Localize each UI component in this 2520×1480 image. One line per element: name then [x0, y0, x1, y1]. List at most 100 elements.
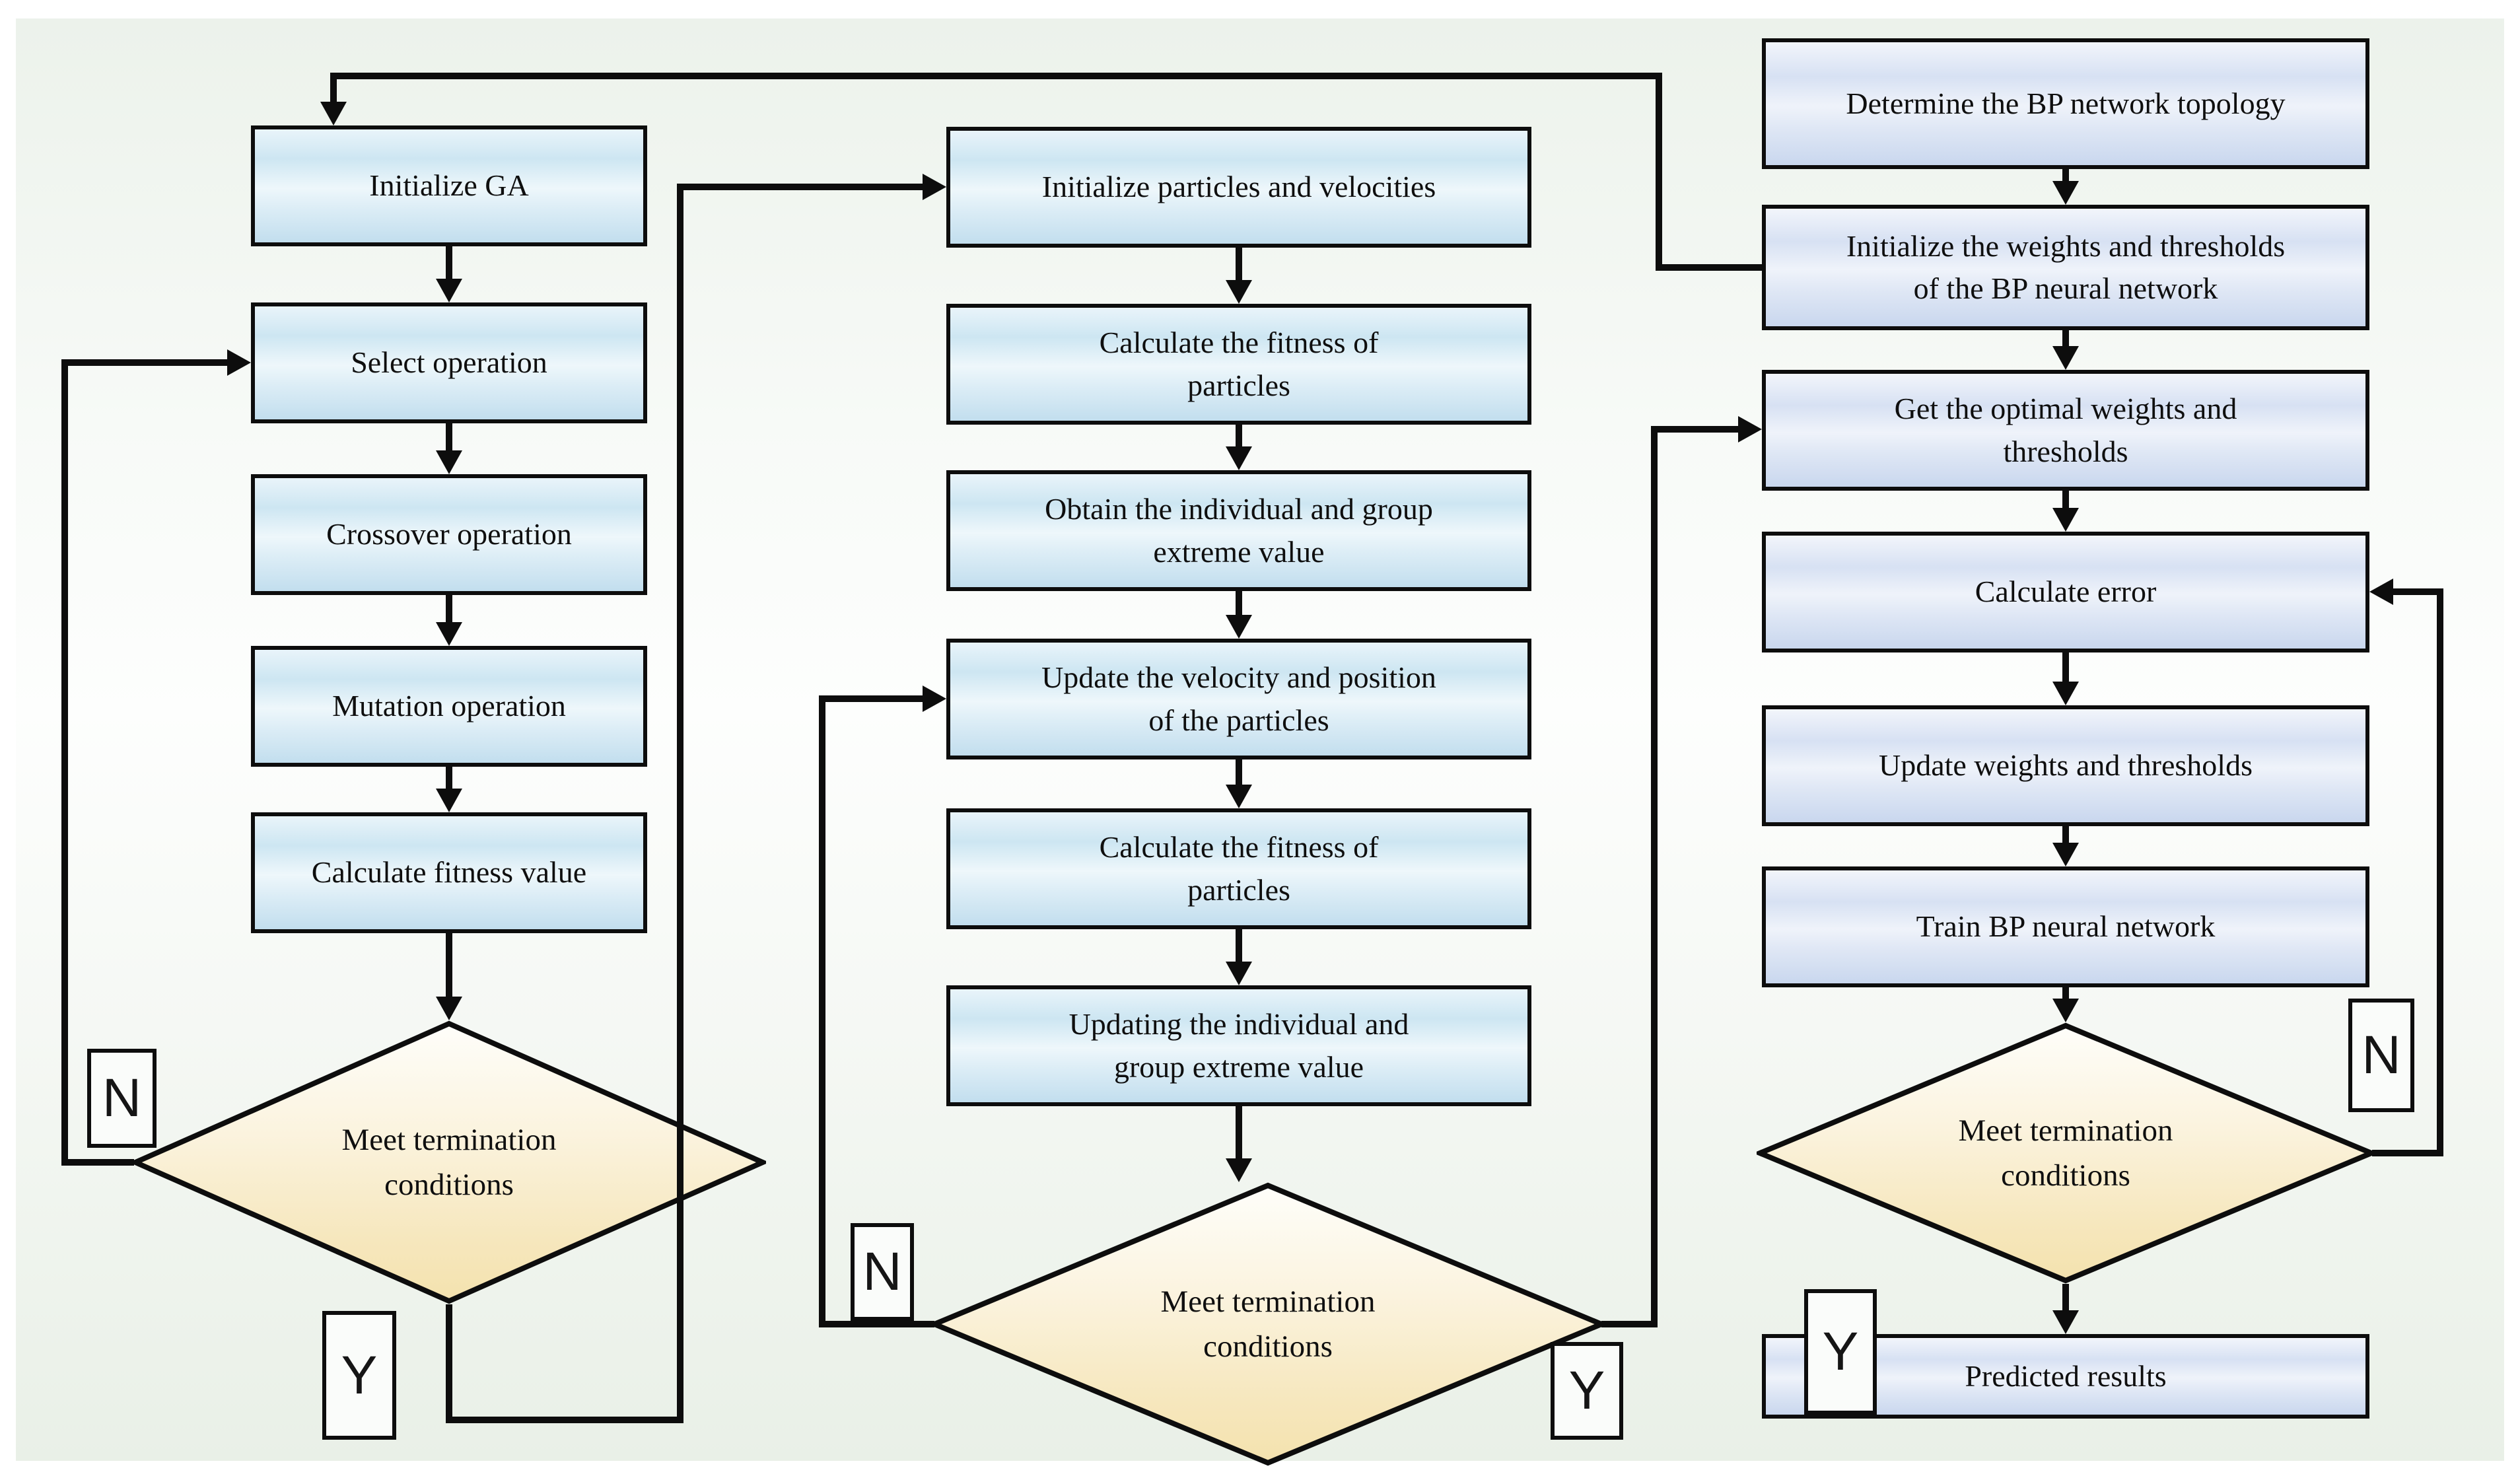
ga-step-initialize-label: Initialize GA: [369, 168, 529, 203]
pso-arrow-1-head-icon: [1226, 280, 1252, 304]
bp-arrow-1-head-icon: [2052, 181, 2079, 205]
bp-step-optimal-weights: Get the optimal weights and thresholds: [1762, 370, 2369, 491]
ga-yes-badge: Y: [322, 1311, 396, 1440]
bp-arrow-4-head-icon: [2052, 682, 2079, 705]
ga-arrow-4-head-icon: [436, 789, 462, 812]
top-route-line-h: [330, 73, 1662, 79]
pso-no-loop-line-v: [819, 695, 825, 1327]
bp-step-update-weights-label: Update weights and thresholds: [1879, 748, 2253, 783]
ga-yes-path-line-h1: [446, 1417, 683, 1423]
bp-arrow-4-line: [2062, 652, 2069, 684]
bp-no-loop-line-bottom: [2372, 1150, 2443, 1156]
pso-yes-path-riser: [1651, 426, 1658, 1327]
bp-decision-diamond: [1757, 1022, 2375, 1284]
bp-step-topology-label: Determine the BP network topology: [1846, 86, 2286, 120]
bp-step-update-weights: Update weights and thresholds: [1762, 705, 2369, 826]
pso-decision-diamond: [931, 1182, 1605, 1466]
bp-no-loop-head-icon: [2369, 579, 2393, 605]
ga-no-loop-line-top: [61, 359, 228, 366]
ga-step-fitness-label: Calculate fitness value: [311, 855, 587, 890]
bp-result-label: Predicted results: [1965, 1358, 2167, 1393]
ga-no-loop-line-bottom: [61, 1159, 134, 1166]
bp-decision-diamond-shape: [1757, 1022, 2375, 1284]
top-route-head-icon: [320, 102, 347, 125]
top-route-line-h-right: [1656, 264, 1762, 271]
pso-arrow-4-line: [1236, 759, 1242, 787]
bp-step-calc-error: Calculate error: [1762, 532, 2369, 652]
bp-step-init-weights-label: Initialize the weights and thresholds of…: [1846, 229, 2286, 305]
bp-decision-label: Meet termination conditions: [1958, 1113, 2173, 1193]
pso-arrow-3-head-icon: [1226, 615, 1252, 639]
ga-step-crossover-label: Crossover operation: [326, 517, 572, 551]
ga-arrow-3-head-icon: [436, 622, 462, 646]
pso-step-fitness-1: Calculate the fitness of particles: [946, 304, 1531, 425]
bp-step-train: Train BP neural network: [1762, 866, 2369, 987]
ga-no-badge: N: [87, 1049, 157, 1148]
ga-arrow-1-head-icon: [436, 279, 462, 302]
bp-arrow-6-head-icon: [2052, 999, 2079, 1022]
pso-yes-path-line-h1: [1601, 1321, 1658, 1327]
pso-no-loop-line-top: [819, 695, 924, 702]
pso-arrow-2-line: [1236, 425, 1242, 449]
pso-yes-path-head-icon: [1738, 416, 1762, 442]
ga-yes-path-riser: [677, 184, 683, 1423]
bp-step-optimal-weights-label: Get the optimal weights and thresholds: [1894, 392, 2237, 468]
bp-step-calc-error-label: Calculate error: [1975, 575, 2157, 609]
ga-decision-diamond-shape: [132, 1020, 766, 1304]
ga-no-loop-head-icon: [227, 349, 251, 376]
pso-step-fitness-2: Calculate the fitness of particles: [946, 808, 1531, 929]
bp-step-train-label: Train BP neural network: [1916, 909, 2216, 944]
bp-arrow-5-head-icon: [2052, 843, 2079, 866]
pso-no-badge: N: [851, 1223, 914, 1321]
bp-arrow-3-head-icon: [2052, 508, 2079, 532]
pso-step-update-velocity: Update the velocity and position of the …: [946, 639, 1531, 759]
bp-yes-badge: Y: [1804, 1289, 1877, 1415]
ga-decision-diamond: [132, 1020, 766, 1304]
pso-arrow-2-head-icon: [1226, 446, 1252, 470]
pso-decision-diamond-shape: [931, 1182, 1605, 1466]
top-route-line-v-left: [330, 73, 337, 103]
ga-step-select-label: Select operation: [351, 345, 547, 380]
ga-step-initialize: Initialize GA: [251, 125, 647, 246]
ga-step-fitness: Calculate fitness value: [251, 812, 647, 933]
pso-arrow-6-line: [1236, 1106, 1242, 1161]
ga-no-loop-line-v: [61, 359, 68, 1166]
pso-step-obtain-extreme: Obtain the individual and group extreme …: [946, 470, 1531, 591]
ga-arrow-3-line: [446, 595, 452, 625]
ga-arrow-2-line: [446, 423, 452, 453]
pso-step-updating-extreme-label: Updating the individual and group extrem…: [1068, 1007, 1409, 1084]
bp-arrow-7-line: [2062, 1284, 2069, 1313]
bp-arrow-6-line: [2062, 987, 2069, 1001]
pso-no-loop-line-bottom: [819, 1321, 934, 1327]
pso-arrow-5-head-icon: [1226, 962, 1252, 985]
bp-arrow-1-line: [2062, 169, 2069, 184]
bp-arrow-2-head-icon: [2052, 346, 2079, 370]
bp-arrow-7-head-icon: [2052, 1310, 2079, 1334]
pso-arrow-3-line: [1236, 591, 1242, 617]
ga-arrow-4-line: [446, 767, 452, 791]
bp-arrow-2-line: [2062, 330, 2069, 349]
pso-step-initialize-label: Initialize particles and velocities: [1041, 170, 1436, 204]
ga-step-mutation-label: Mutation operation: [332, 689, 566, 723]
pso-step-update-velocity-label: Update the velocity and position of the …: [1041, 660, 1436, 737]
ga-decision-label: Meet termination conditions: [341, 1122, 557, 1202]
pso-arrow-5-line: [1236, 929, 1242, 964]
ga-step-crossover: Crossover operation: [251, 474, 647, 595]
pso-step-fitness-1-label: Calculate the fitness of particles: [1099, 326, 1379, 402]
pso-no-loop-head-icon: [923, 686, 946, 712]
ga-yes-path-line-h2: [677, 184, 924, 190]
pso-decision-label: Meet termination conditions: [1160, 1284, 1376, 1364]
bp-step-topology: Determine the BP network topology: [1762, 38, 2369, 169]
ga-yes-path-line-v1: [446, 1304, 452, 1423]
bp-arrow-3-line: [2062, 491, 2069, 511]
pso-step-fitness-2-label: Calculate the fitness of particles: [1099, 830, 1379, 907]
bp-arrow-5-line: [2062, 826, 2069, 845]
top-route-line-v-right: [1656, 73, 1662, 271]
pso-arrow-1-line: [1236, 248, 1242, 283]
ga-arrow-2-head-icon: [436, 450, 462, 474]
ga-yes-path-head-icon: [923, 174, 946, 200]
pso-yes-badge: Y: [1551, 1342, 1623, 1440]
ga-step-select: Select operation: [251, 302, 647, 423]
pso-step-updating-extreme: Updating the individual and group extrem…: [946, 985, 1531, 1106]
